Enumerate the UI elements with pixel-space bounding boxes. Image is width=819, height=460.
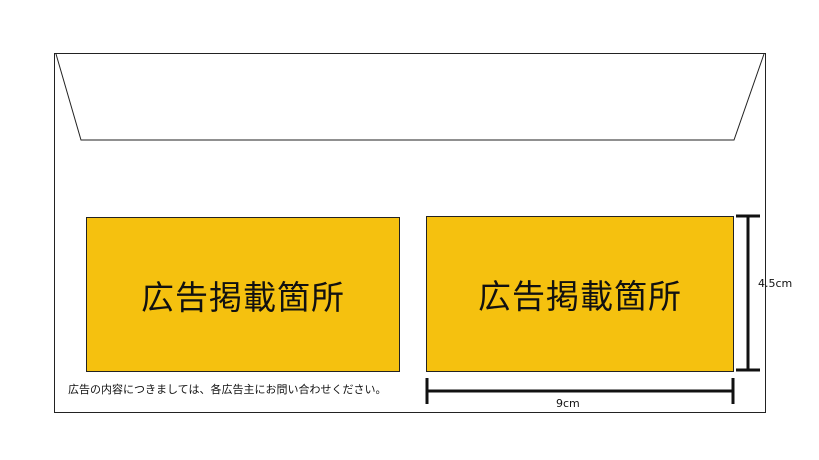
ad-space-right: 広告掲載箇所 (426, 216, 734, 372)
width-dimension-label: 9cm (556, 397, 580, 410)
envelope-flap (55, 53, 765, 141)
advertiser-note: 広告の内容につきましては、各広告主にお問い合わせください。 (68, 383, 387, 396)
ad-space-left: 広告掲載箇所 (86, 217, 400, 372)
ad-space-label: 広告掲載箇所 (478, 277, 682, 316)
height-dimension-label: 4.5cm (758, 277, 793, 290)
ad-space-label: 広告掲載箇所 (141, 277, 345, 317)
